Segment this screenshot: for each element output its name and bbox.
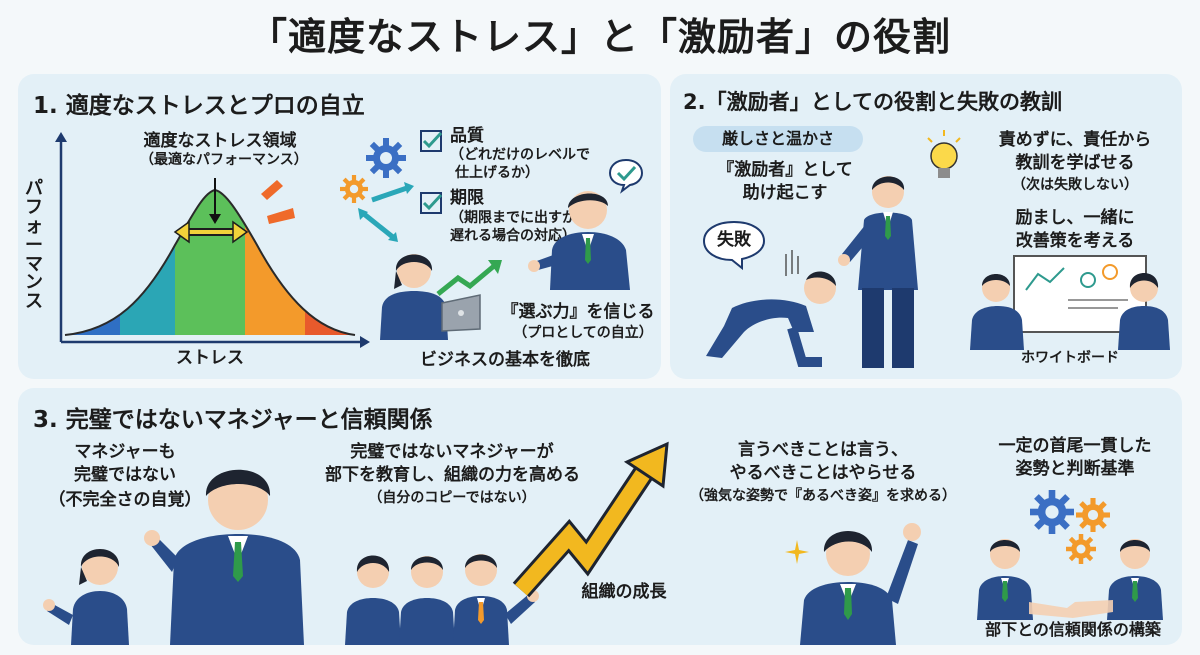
- sparkle-icon: [785, 540, 809, 564]
- encourage-line-1: 励まし、一緒に: [1015, 208, 1135, 228]
- lightbulb-icon: [927, 130, 961, 178]
- consistent-line-2: 姿勢と判断基準: [1015, 459, 1135, 479]
- handshake-figures: [977, 539, 1163, 620]
- say-line-1: 言うべきことは言う、: [738, 440, 908, 460]
- worker-figure: [380, 254, 481, 340]
- check-icon: [420, 130, 443, 152]
- growth-label: 組織の成長: [581, 582, 667, 602]
- quality-sub-1: （どれだけのレベルで: [450, 147, 590, 163]
- performance-curve-chart: [55, 132, 370, 348]
- panel3-heading: 3. 完璧ではないマネジャーと信頼関係: [33, 407, 433, 433]
- choose-power-label: 『選ぶ力』を信じる: [501, 302, 655, 322]
- failure-speech-bubble: [702, 220, 766, 271]
- educate-line-1: 完璧ではないマネジャーが: [350, 442, 554, 462]
- y-axis-label: パフォーマンス: [25, 178, 43, 313]
- consistent-line-1: 一定の首尾一貫した: [998, 436, 1152, 456]
- check-icon: [420, 192, 443, 214]
- lesson-sub: （次は失敗しない）: [1012, 177, 1138, 193]
- lesson-line-2: 教訓を学ばせる: [1015, 153, 1135, 173]
- educate-line-2: 部下を教育し、組織の力を高める: [325, 465, 580, 485]
- not-perfect-sub: （不完全さの自覚）: [48, 490, 202, 510]
- quality-sub-2: 仕上げるか）: [455, 165, 539, 181]
- strict-warm-badge: 厳しさと温かさ: [693, 126, 863, 152]
- failure-label: 失敗: [717, 230, 751, 250]
- panel2-heading: 2.「激励者」としての役割と失敗の教訓: [683, 90, 1062, 114]
- optimal-range-arrow: [173, 220, 249, 244]
- optimal-zone-label: 適度なストレス領域: [143, 131, 297, 151]
- gear-icon: [366, 138, 406, 178]
- cycle-arrows-icon: [358, 182, 414, 242]
- say-line-2: やるべきことはやらせる: [729, 463, 917, 483]
- optimal-zone-sub: （最適なパフォーマンス）: [140, 152, 308, 168]
- confident-manager-figure: [800, 523, 921, 645]
- encourager-line-2: 助け起こす: [742, 183, 828, 203]
- whiteboard-scene: [970, 255, 1170, 350]
- deadline-label: 期限: [450, 188, 484, 208]
- choose-power-sub: （プロとしての自立）: [513, 325, 653, 341]
- gear-icon: [1030, 490, 1074, 534]
- lesson-line-1: 責めずに、責任から: [998, 130, 1152, 150]
- team-figures: [345, 554, 539, 645]
- page-title: 「適度なストレス」と「激励者」の役割: [248, 15, 951, 59]
- manager-figure: [144, 469, 304, 645]
- female-worker-figure: [43, 549, 129, 645]
- say-sub: （強気な姿勢で『あるべき姿』を求める）: [690, 488, 956, 504]
- deadline-sub-1: （期限までに出すか、: [450, 210, 590, 226]
- stress-pointer-1: [261, 180, 283, 200]
- panel1-heading: 1. 適度なストレスとプロの自立: [33, 93, 365, 119]
- whiteboard-label: ホワイトボード: [1021, 350, 1119, 366]
- speech-check-icon: [608, 158, 644, 194]
- gear-icon: [340, 175, 368, 203]
- manager-figure: [528, 191, 630, 290]
- quality-label: 品質: [450, 126, 484, 146]
- encourager-line-1: 『激励者』として: [717, 160, 853, 180]
- encourage-line-2: 改善策を考える: [1015, 231, 1135, 251]
- deadline-sub-2: 遅れる場合の対応）: [450, 228, 576, 244]
- growth-arrow: [512, 441, 669, 598]
- x-axis-label: ストレス: [176, 348, 244, 368]
- gear-icon: [1066, 534, 1096, 564]
- stress-pointer-2: [267, 208, 295, 224]
- helping-manager-figure: [838, 176, 918, 368]
- gear-icon: [1076, 498, 1110, 532]
- growth-arrow-icon: [436, 260, 502, 296]
- not-perfect-line-2: 完璧ではない: [74, 465, 176, 485]
- business-basics-label: ビジネスの基本を徹底: [420, 350, 590, 370]
- educate-sub: （自分のコピーではない）: [368, 490, 536, 506]
- fallen-worker-figure: [706, 250, 836, 367]
- not-perfect-line-1: マネジャーも: [74, 442, 176, 462]
- trust-label: 部下との信頼関係の構築: [985, 620, 1161, 639]
